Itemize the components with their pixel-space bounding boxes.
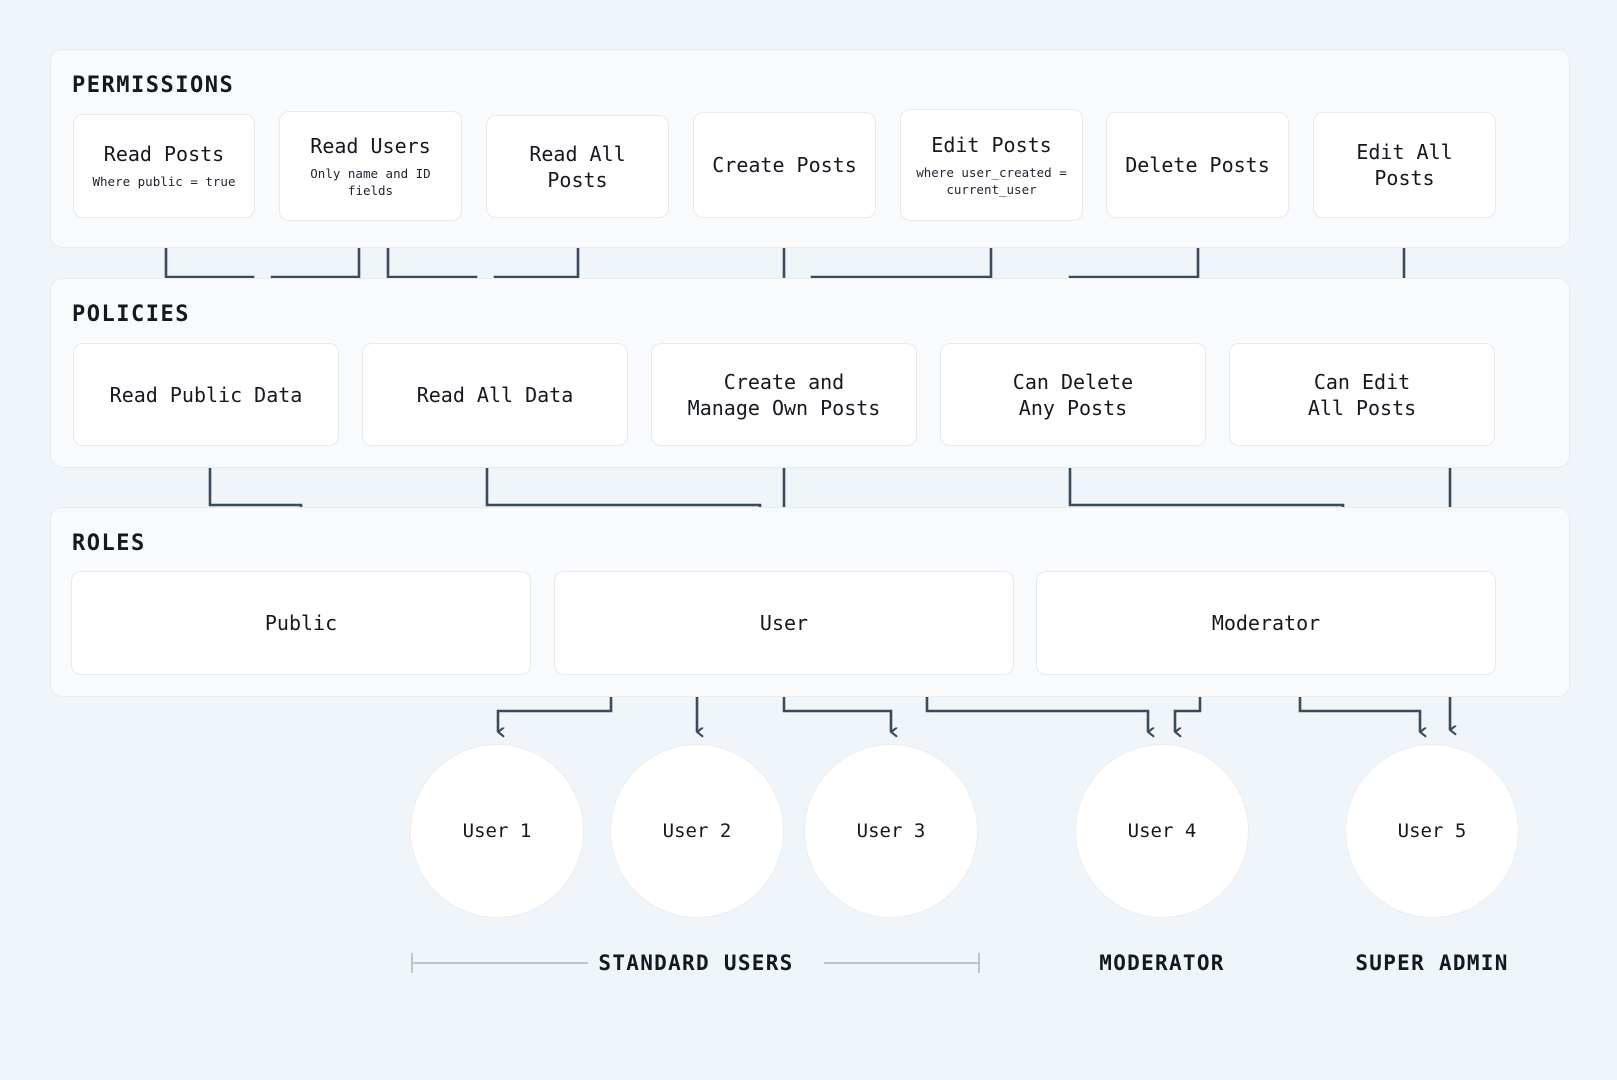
policy-title: Can Edit All Posts <box>1307 369 1417 420</box>
group-label-moderator: MODERATOR <box>1099 951 1225 975</box>
role-title: Moderator <box>1211 611 1321 635</box>
policy-card-create-manage-own-posts[interactable]: Create and Manage Own Posts <box>651 343 917 446</box>
policy-title: Can Delete Any Posts <box>1012 369 1134 420</box>
role-title: User <box>759 611 809 635</box>
permission-card-edit-posts[interactable]: Edit Posts where user_created = current_… <box>900 109 1083 221</box>
user-node-2[interactable]: User 2 <box>610 744 784 918</box>
permission-card-read-posts[interactable]: Read Posts Where public = true <box>73 114 255 218</box>
permission-title: Delete Posts <box>1125 153 1270 177</box>
role-title: Public <box>264 611 338 635</box>
permission-subtitle: where user_created = current_user <box>916 164 1067 197</box>
permission-subtitle: Where public = true <box>92 174 236 190</box>
group-label-standard-users: STANDARD USERS <box>598 951 794 975</box>
role-card-public[interactable]: Public <box>71 571 531 675</box>
user-node-5[interactable]: User 5 <box>1345 744 1519 918</box>
permission-title: Create Posts <box>712 153 857 177</box>
permission-card-edit-all-posts[interactable]: Edit All Posts <box>1313 112 1496 218</box>
permission-card-create-posts[interactable]: Create Posts <box>693 112 876 218</box>
user-node-1[interactable]: User 1 <box>410 744 584 918</box>
permission-title: Read Posts <box>103 142 225 167</box>
user-label: User 4 <box>1127 820 1197 842</box>
user-node-4[interactable]: User 4 <box>1075 744 1249 918</box>
standard-users-bracket-line-left <box>411 962 588 964</box>
standard-users-bracket-cap-right <box>978 953 980 973</box>
policy-card-read-public-data[interactable]: Read Public Data <box>73 343 339 446</box>
permission-title: Edit Posts <box>931 132 1052 157</box>
permission-title: Read Users <box>310 133 431 158</box>
role-card-moderator[interactable]: Moderator <box>1036 571 1496 675</box>
permissions-band-title: PERMISSIONS <box>72 73 235 98</box>
permission-card-delete-posts[interactable]: Delete Posts <box>1106 112 1289 218</box>
group-label-super-admin: SUPER ADMIN <box>1355 951 1509 975</box>
roles-band-title: ROLES <box>72 531 146 556</box>
permission-card-read-users[interactable]: Read Users Only name and ID fields <box>279 111 462 221</box>
user-label: User 2 <box>662 820 732 842</box>
permission-subtitle: Only name and ID fields <box>310 165 431 198</box>
permission-title: Edit All Posts <box>1356 140 1453 190</box>
policy-title: Create and Manage Own Posts <box>687 369 881 420</box>
user-label: User 1 <box>462 820 532 842</box>
permission-card-read-all-posts[interactable]: Read All Posts <box>486 115 669 218</box>
permission-title: Read All Posts <box>529 141 626 192</box>
user-node-3[interactable]: User 3 <box>804 744 978 918</box>
policy-title: Read All Data <box>416 382 574 407</box>
policy-card-can-edit-all-posts[interactable]: Can Edit All Posts <box>1229 343 1495 446</box>
user-label: User 3 <box>856 820 926 842</box>
policies-band-title: POLICIES <box>72 302 190 327</box>
policy-card-can-delete-any-posts[interactable]: Can Delete Any Posts <box>940 343 1206 446</box>
standard-users-bracket-line-right <box>824 962 979 964</box>
role-card-user[interactable]: User <box>554 571 1014 675</box>
policy-card-read-all-data[interactable]: Read All Data <box>362 343 628 446</box>
user-label: User 5 <box>1397 820 1467 842</box>
policy-title: Read Public Data <box>109 382 303 407</box>
